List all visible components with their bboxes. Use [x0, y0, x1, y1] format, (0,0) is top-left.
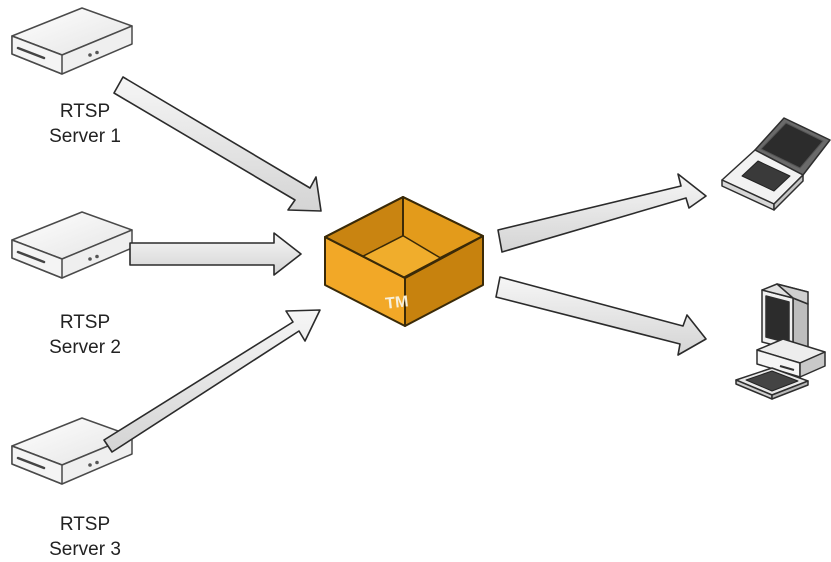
hub-box-icon [324, 196, 484, 327]
server-2-name: Server 2 [49, 337, 121, 358]
arrow-server-1-to-hub [113, 76, 322, 212]
arrow-server-2-to-hub [129, 232, 302, 276]
rtsp-server-1-icon [10, 6, 134, 76]
rtsp-server-2-icon [10, 210, 134, 280]
arrow-hub-to-laptop [497, 173, 707, 253]
rtsp-server-1-label: RTSP Server 1 [20, 99, 150, 149]
server-1-protocol: RTSP [59, 101, 111, 122]
rtsp-server-3-label: RTSP Server 3 [20, 512, 150, 562]
server-3-name: Server 3 [49, 539, 121, 560]
arrow-hub-to-desktop [495, 276, 707, 356]
laptop-icon [721, 117, 831, 211]
desktop-computer-icon [735, 283, 826, 400]
arrow-server-3-to-hub [103, 309, 321, 453]
hub-trademark-mark: TM [385, 293, 410, 312]
server-3-protocol: RTSP [59, 514, 111, 535]
rtsp-server-2-label: RTSP Server 2 [20, 310, 150, 360]
server-1-name: Server 1 [49, 126, 121, 147]
server-2-protocol: RTSP [59, 312, 111, 333]
